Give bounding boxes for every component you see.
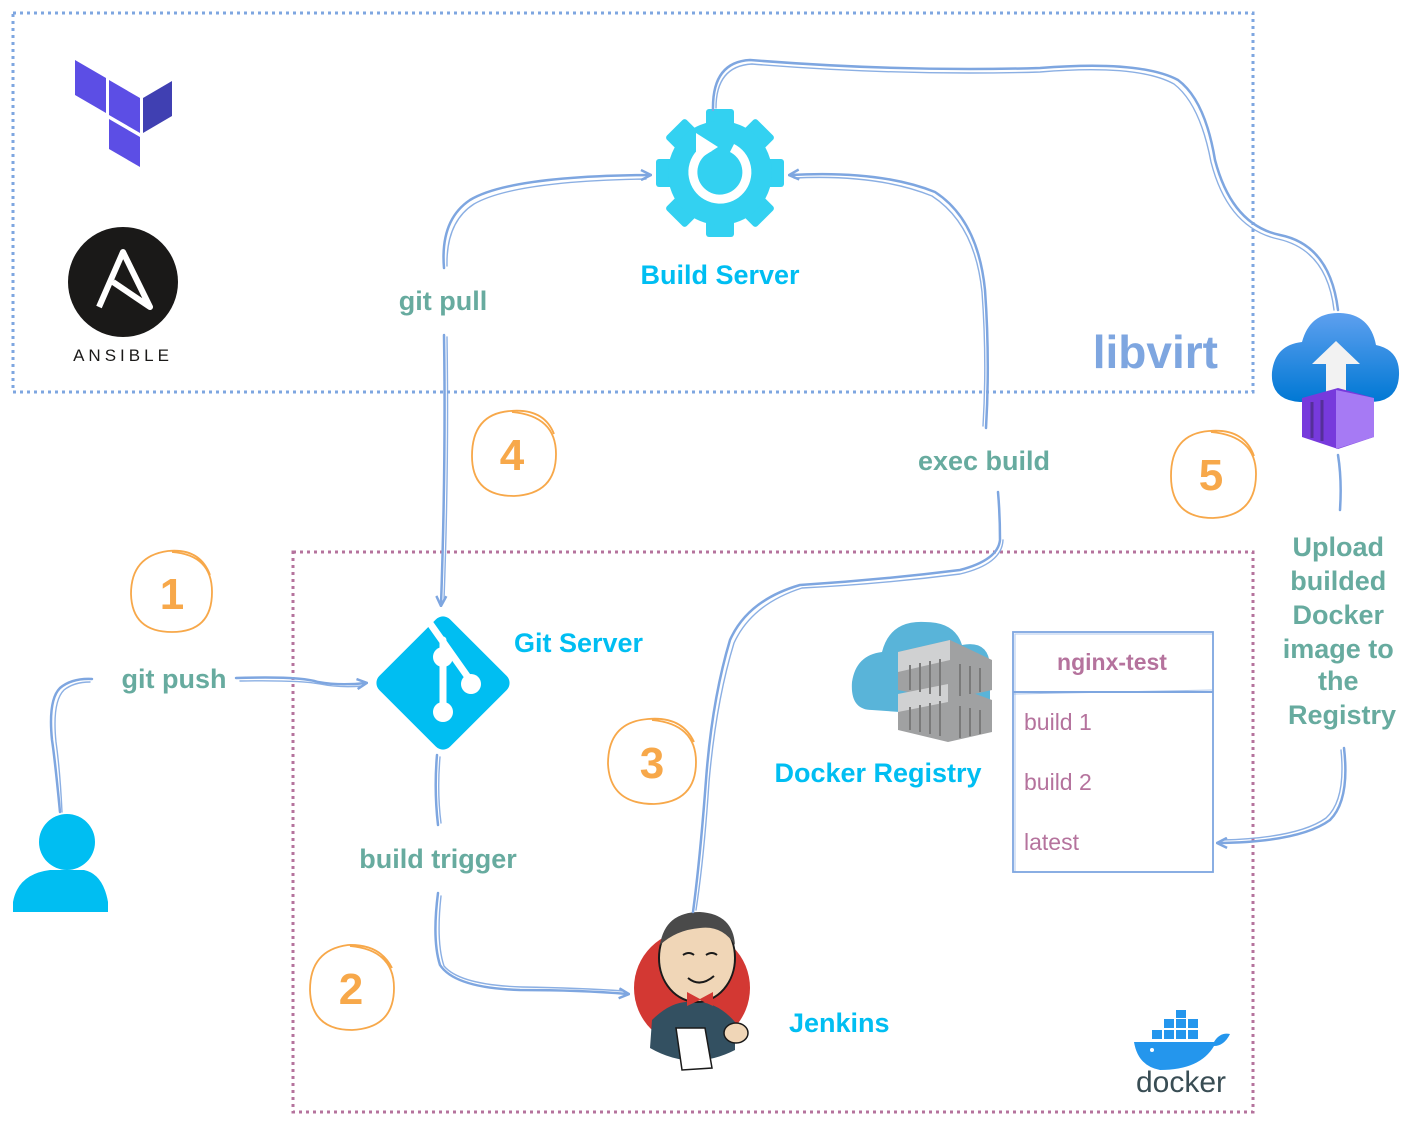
docker-whale-icon: [1134, 1010, 1230, 1070]
step-marker-4: 4: [471, 409, 557, 497]
registry-row: build 1: [1024, 709, 1092, 735]
docker-zone: [291, 550, 1255, 1114]
step-marker-5: 5: [1170, 429, 1257, 519]
edge-label-build-trigger: build trigger: [359, 844, 517, 874]
svg-text:4: 4: [500, 431, 525, 480]
build-server-label: Build Server: [640, 260, 800, 290]
svg-text:5: 5: [1199, 451, 1223, 500]
registry-table-header: nginx-test: [1057, 649, 1167, 675]
svg-text:3: 3: [640, 739, 664, 788]
arrow-upload: [711, 58, 1347, 843]
git-server-label: Git Server: [514, 628, 644, 658]
registry-row: latest: [1024, 829, 1080, 855]
edge-label-exec-build: exec build: [918, 446, 1050, 476]
user-icon: [13, 814, 108, 912]
arrow-build-trigger: [434, 753, 628, 994]
step-marker-3: 3: [607, 717, 697, 805]
edge-label-upload: Upload builded Docker image to the Regis…: [1283, 532, 1402, 730]
cloud-registry-icon: [851, 621, 992, 742]
registry-table: nginx-test build 1 build 2 latest: [1012, 631, 1214, 873]
arrow-exec-build: [691, 174, 1004, 914]
edge-label-git-push: git push: [122, 664, 227, 694]
jenkins-icon: [634, 912, 750, 1071]
docker-wordmark: docker: [1136, 1066, 1226, 1099]
arrow-git-pull: [441, 175, 650, 605]
ansible-wordmark: ANSIBLE: [73, 346, 173, 365]
jenkins-label: Jenkins: [789, 1008, 890, 1038]
cloud-upload-icon: [1271, 312, 1400, 449]
libvirt-label: libvirt: [1093, 326, 1218, 378]
arrow-git-push: [49, 676, 366, 814]
git-icon: [376, 616, 510, 750]
docker-registry-label: Docker Registry: [774, 758, 981, 788]
terraform-icon: [75, 60, 172, 167]
step-marker-2: 2: [309, 944, 395, 1031]
gear-icon: [656, 109, 784, 237]
step-marker-1: 1: [130, 549, 213, 633]
edge-label-git-pull: git pull: [399, 286, 487, 316]
registry-row: build 2: [1024, 769, 1092, 795]
svg-text:2: 2: [339, 965, 363, 1014]
svg-text:1: 1: [160, 570, 184, 619]
ansible-icon: [68, 227, 178, 337]
libvirt-zone: [11, 11, 1255, 394]
